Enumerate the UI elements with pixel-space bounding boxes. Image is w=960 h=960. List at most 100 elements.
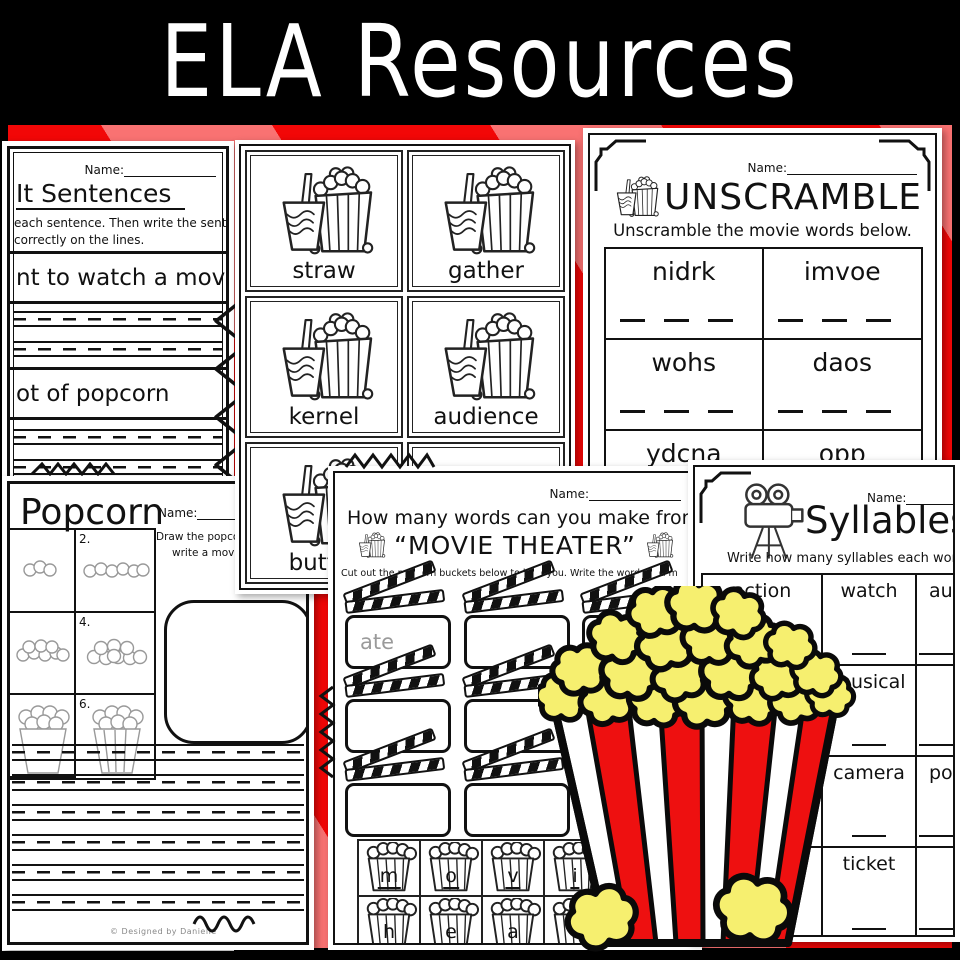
answer-line	[620, 318, 748, 322]
popcorn-sketch	[16, 638, 70, 662]
tile-letter: o	[443, 865, 459, 889]
answer-line	[919, 928, 953, 930]
syllable-cell: camera	[823, 757, 917, 848]
answer-line	[777, 409, 907, 413]
banner-title: ELA Resources	[160, 4, 800, 121]
popcorn-count-cell	[10, 612, 76, 696]
popcorn-count-cell: 2.	[76, 530, 154, 613]
syllable-cell: po	[917, 757, 953, 848]
scrambled-word: daos	[812, 348, 872, 377]
tile-letter: h	[380, 921, 398, 943]
worksheet-instructions: Cut out the popcorn buckets below to hel…	[341, 568, 678, 579]
letter-tile: o	[420, 840, 482, 896]
scribble-decoration	[30, 462, 116, 477]
worksheet-title: Syllables	[805, 499, 955, 542]
worksheet-title-line1: How many words can you make from t	[347, 507, 697, 529]
scrambled-word: nidrk	[652, 257, 716, 286]
tile-letter: v	[505, 865, 521, 889]
handwriting-lines	[12, 834, 304, 851]
syllable-cell	[917, 848, 953, 935]
vocab-card: straw	[245, 150, 403, 292]
tile-letter: e	[443, 921, 459, 943]
handwriting-lines	[13, 341, 223, 357]
vocab-word: straw	[292, 258, 356, 285]
popcorn-count-grid: 2. 4.	[10, 528, 156, 780]
syllable-cell	[917, 666, 953, 757]
popcorn-and-drink-icon	[616, 176, 659, 217]
answer-line	[919, 653, 953, 655]
worksheet-subtitle: Unscramble the movie words below.	[613, 221, 912, 240]
answer-line	[852, 835, 886, 837]
unscramble-cell: imvoe	[763, 249, 921, 340]
drawing-box	[164, 600, 306, 744]
answer-line	[852, 653, 886, 655]
vocab-card: audience	[407, 296, 565, 438]
worksheet-title-line2: “MOVIE THEATER”	[335, 531, 695, 560]
vocab-card: gather	[407, 150, 565, 292]
answer-line	[777, 318, 907, 322]
handwriting-lines	[13, 311, 223, 327]
syllable-cell: au	[917, 575, 953, 666]
popcorn-and-drink-icon	[646, 531, 674, 558]
letter-tile: h	[358, 896, 420, 943]
handwriting-lines	[12, 744, 304, 761]
popcorn-mound	[538, 586, 855, 729]
handwriting-lines	[12, 804, 304, 821]
popcorn-and-drink-icon	[444, 166, 536, 255]
tile-letter: a	[505, 921, 521, 943]
handwriting-lines	[12, 864, 304, 881]
popcorn-bucket-clipart	[538, 586, 860, 958]
handwriting-area	[12, 744, 304, 924]
unscramble-cell: wohs	[606, 340, 764, 431]
worksheet-title: UNSCRAMBLE	[664, 177, 923, 218]
sentence-prompt: ot of popcorn	[16, 381, 170, 407]
popcorn-sketch	[83, 562, 150, 578]
tile-letter: i	[570, 865, 580, 889]
scrambled-word: imvoe	[803, 257, 881, 286]
popcorn-and-drink-icon	[282, 312, 374, 401]
worksheet-instructions: each sentence. Then write the sentences …	[14, 216, 227, 248]
unscramble-cell: nidrk	[606, 249, 764, 340]
worksheet-subtitle: Write how many syllables each word	[727, 551, 955, 566]
syllable-cell: watch	[823, 575, 917, 666]
letter-tile: m	[358, 840, 420, 896]
answer-line	[620, 409, 748, 413]
name-field: Name:	[550, 487, 681, 501]
scrambled-word: wohs	[651, 348, 717, 377]
clapperboard	[341, 727, 460, 839]
popcorn-and-drink-icon	[444, 312, 536, 401]
name-field: Name:	[867, 491, 953, 505]
letter-tile: a	[482, 896, 544, 943]
handwriting-lines	[12, 894, 304, 911]
worksheet-title: Popcorn	[20, 492, 165, 533]
tile-letter: m	[377, 865, 401, 889]
popcorn-count-cell	[10, 530, 76, 613]
sample-word: ate	[360, 630, 395, 654]
handwriting-lines	[12, 774, 304, 791]
clapperboard	[460, 727, 579, 839]
answer-line	[852, 928, 886, 930]
popcorn-sketch	[86, 638, 148, 665]
sentence-prompt: nt to watch a movie.	[16, 265, 226, 291]
divider	[10, 301, 226, 304]
handwriting-lines	[13, 429, 223, 445]
divider	[10, 367, 226, 370]
popcorn-sketch	[23, 560, 57, 577]
worksheet-title: It Sentences	[16, 179, 186, 210]
answer-line	[919, 744, 953, 746]
name-field: Name:	[85, 163, 216, 177]
zigzag-decoration	[318, 685, 336, 779]
syllable-cell: ticket	[823, 848, 917, 935]
popcorn-count-cell: 4.	[76, 613, 154, 696]
zigzag-decoration	[344, 452, 436, 470]
letter-tile: e	[420, 896, 482, 943]
vocab-card: kernel	[245, 296, 403, 438]
credit-text: © Designed by Danielle	[110, 927, 217, 936]
vocab-word: gather	[448, 258, 524, 285]
divider	[10, 417, 226, 420]
answer-line	[852, 744, 886, 746]
vocab-word: kernel	[288, 404, 360, 431]
unscramble-cell: daos	[763, 340, 921, 431]
answer-line	[919, 835, 953, 837]
